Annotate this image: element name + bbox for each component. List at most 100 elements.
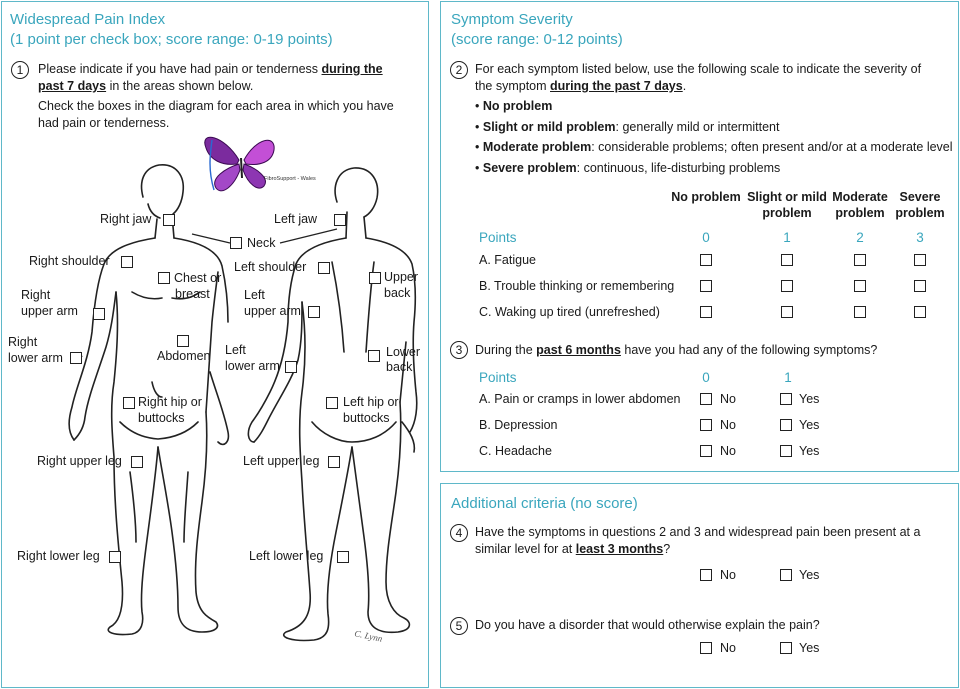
checkbox-right-shoulder[interactable] — [121, 256, 133, 268]
checkbox-upper-back[interactable] — [369, 272, 381, 284]
checkbox-left-jaw[interactable] — [334, 214, 346, 226]
q3-no-checkbox[interactable] — [700, 419, 712, 431]
points-value: 0 — [702, 230, 710, 245]
q4-yes-checkbox[interactable] — [780, 569, 792, 581]
panel-title: Symptom Severity — [451, 11, 573, 28]
q3-yes-checkbox[interactable] — [780, 445, 792, 457]
label-right-upper-arm-line-2: upper arm — [21, 304, 78, 318]
bullet-icon: • — [475, 119, 483, 134]
q3-no-label: No — [720, 418, 736, 432]
checkbox-right-jaw[interactable] — [163, 214, 175, 226]
checkbox-abdomen[interactable] — [177, 335, 189, 347]
checkbox-right-hip-buttocks[interactable] — [123, 397, 135, 409]
q3-yes-label: Yes — [799, 418, 820, 432]
checkbox-right-upper-arm[interactable] — [93, 308, 105, 320]
label-upper-back-line-1: Upper — [384, 270, 419, 284]
label-left-lower-arm-line-1: Left — [225, 343, 246, 357]
question-number-3: 3 — [450, 341, 468, 359]
checkbox-right-upper-leg[interactable] — [131, 456, 143, 468]
q3-yes-label: Yes — [799, 392, 820, 406]
q3-points-1: 1 — [784, 370, 792, 385]
symptom-2-score-0-checkbox[interactable] — [700, 306, 712, 318]
symptom-label: A. Fatigue — [479, 253, 536, 267]
q1-line-2: past 7 days in the areas shown below. — [38, 79, 254, 93]
symptom-1-score-2-checkbox[interactable] — [854, 280, 866, 292]
scale-item: • Slight or mild problem: generally mild… — [475, 119, 779, 136]
symptom-0-score-2-checkbox[interactable] — [854, 254, 866, 266]
label-right-upper-leg: Right upper leg — [37, 454, 122, 468]
checkbox-lower-back[interactable] — [368, 350, 380, 362]
q3-yes-checkbox[interactable] — [780, 393, 792, 405]
scale-item: • Severe problem: continuous, life-distu… — [475, 160, 780, 177]
column-header-line-2: problem — [895, 206, 945, 220]
checkbox-neck[interactable] — [230, 237, 242, 249]
scale-item-description: : generally mild or intermittent — [615, 119, 780, 134]
q3-no-checkbox[interactable] — [700, 445, 712, 457]
q3-yes-label: Yes — [799, 444, 820, 458]
symptom-label: B. Trouble thinking or remembering — [479, 279, 675, 293]
q5-yes-checkbox[interactable] — [780, 642, 792, 654]
symptom-0-score-3-checkbox[interactable] — [914, 254, 926, 266]
label-left-lower-leg: Left lower leg — [249, 549, 324, 563]
label-right-hip-line-1: Right hip or — [138, 395, 202, 409]
q3-points-label: Points — [479, 370, 517, 385]
label-left-hip-line-1: Left hip or — [343, 395, 399, 409]
label-chest-line-2: breast — [175, 287, 210, 301]
question-number-4: 4 — [450, 524, 468, 542]
symptom-2-score-2-checkbox[interactable] — [854, 306, 866, 318]
q5-no-label: No — [720, 641, 736, 655]
q4-line-2: similar level for at least 3 months? — [475, 542, 671, 556]
scale-item-name: Slight or mild problem — [482, 119, 616, 134]
checkbox-right-lower-arm[interactable] — [70, 352, 82, 364]
front-head — [140, 164, 185, 215]
back-torso-outline — [247, 237, 347, 443]
label-lower-back-line-1: Lower — [386, 345, 421, 359]
q4-no-label: No — [720, 568, 736, 582]
label-left-hip-line-2: buttocks — [343, 411, 390, 425]
label-right-shoulder: Right shoulder — [29, 254, 110, 268]
checkbox-chest-breast[interactable] — [158, 272, 170, 284]
label-lower-back-line-2: back — [386, 360, 413, 374]
label-chest-line-1: Chest or — [174, 271, 222, 285]
checkbox-right-lower-leg[interactable] — [109, 551, 121, 563]
question-number-5: 5 — [450, 617, 468, 635]
q1-line-1: Please indicate if you have had pain or … — [38, 62, 383, 76]
q4-no-checkbox[interactable] — [700, 569, 712, 581]
q5-yes-label: Yes — [799, 641, 820, 655]
question-number-2: 2 — [450, 61, 468, 79]
symptom-label: C. Waking up tired (unrefreshed) — [479, 305, 660, 319]
front-torso-outline — [68, 237, 156, 441]
panel-subtitle: (score range: 0-12 points) — [451, 31, 623, 48]
q2-line-2: the symptom during the past 7 days. — [475, 79, 687, 93]
q5-line-1: Do you have a disorder that would otherw… — [475, 618, 820, 632]
q1-line-3: Check the boxes in the diagram for each … — [38, 99, 394, 113]
symptom-1-score-1-checkbox[interactable] — [781, 280, 793, 292]
checkbox-left-shoulder[interactable] — [318, 262, 330, 274]
checkbox-left-upper-leg[interactable] — [328, 456, 340, 468]
q3-no-checkbox[interactable] — [700, 393, 712, 405]
checkbox-left-lower-leg[interactable] — [337, 551, 349, 563]
symptom-2-score-3-checkbox[interactable] — [914, 306, 926, 318]
additional-criteria-panel: Additional criteria (no score) 4 Have th… — [440, 483, 959, 688]
checkbox-left-upper-arm[interactable] — [308, 306, 320, 318]
butterfly-logo — [204, 136, 275, 192]
label-right-lower-arm-line-2: lower arm — [8, 351, 63, 365]
q5-no-checkbox[interactable] — [700, 642, 712, 654]
q4-yes-label: Yes — [799, 568, 820, 582]
symptom-0-score-0-checkbox[interactable] — [700, 254, 712, 266]
q3-item-label: B. Depression — [479, 418, 558, 432]
column-header-line-1: Moderate — [832, 190, 888, 204]
checkbox-left-lower-arm[interactable] — [285, 361, 297, 373]
points-value: 2 — [856, 230, 864, 245]
checkbox-left-hip-buttocks[interactable] — [326, 397, 338, 409]
symptom-1-score-0-checkbox[interactable] — [700, 280, 712, 292]
column-header-line-1: Slight or mild — [747, 190, 827, 204]
symptom-2-score-1-checkbox[interactable] — [781, 306, 793, 318]
symptom-severity-panel: Symptom Severity (score range: 0-12 poin… — [440, 1, 959, 472]
widespread-pain-index-panel: FibroSupport - Wales C. Lynn Widespread … — [1, 1, 429, 688]
q3-yes-checkbox[interactable] — [780, 419, 792, 431]
label-left-upper-leg: Left upper leg — [243, 454, 320, 468]
symptom-1-score-3-checkbox[interactable] — [914, 280, 926, 292]
label-right-lower-arm-line-1: Right — [8, 335, 38, 349]
symptom-0-score-1-checkbox[interactable] — [781, 254, 793, 266]
